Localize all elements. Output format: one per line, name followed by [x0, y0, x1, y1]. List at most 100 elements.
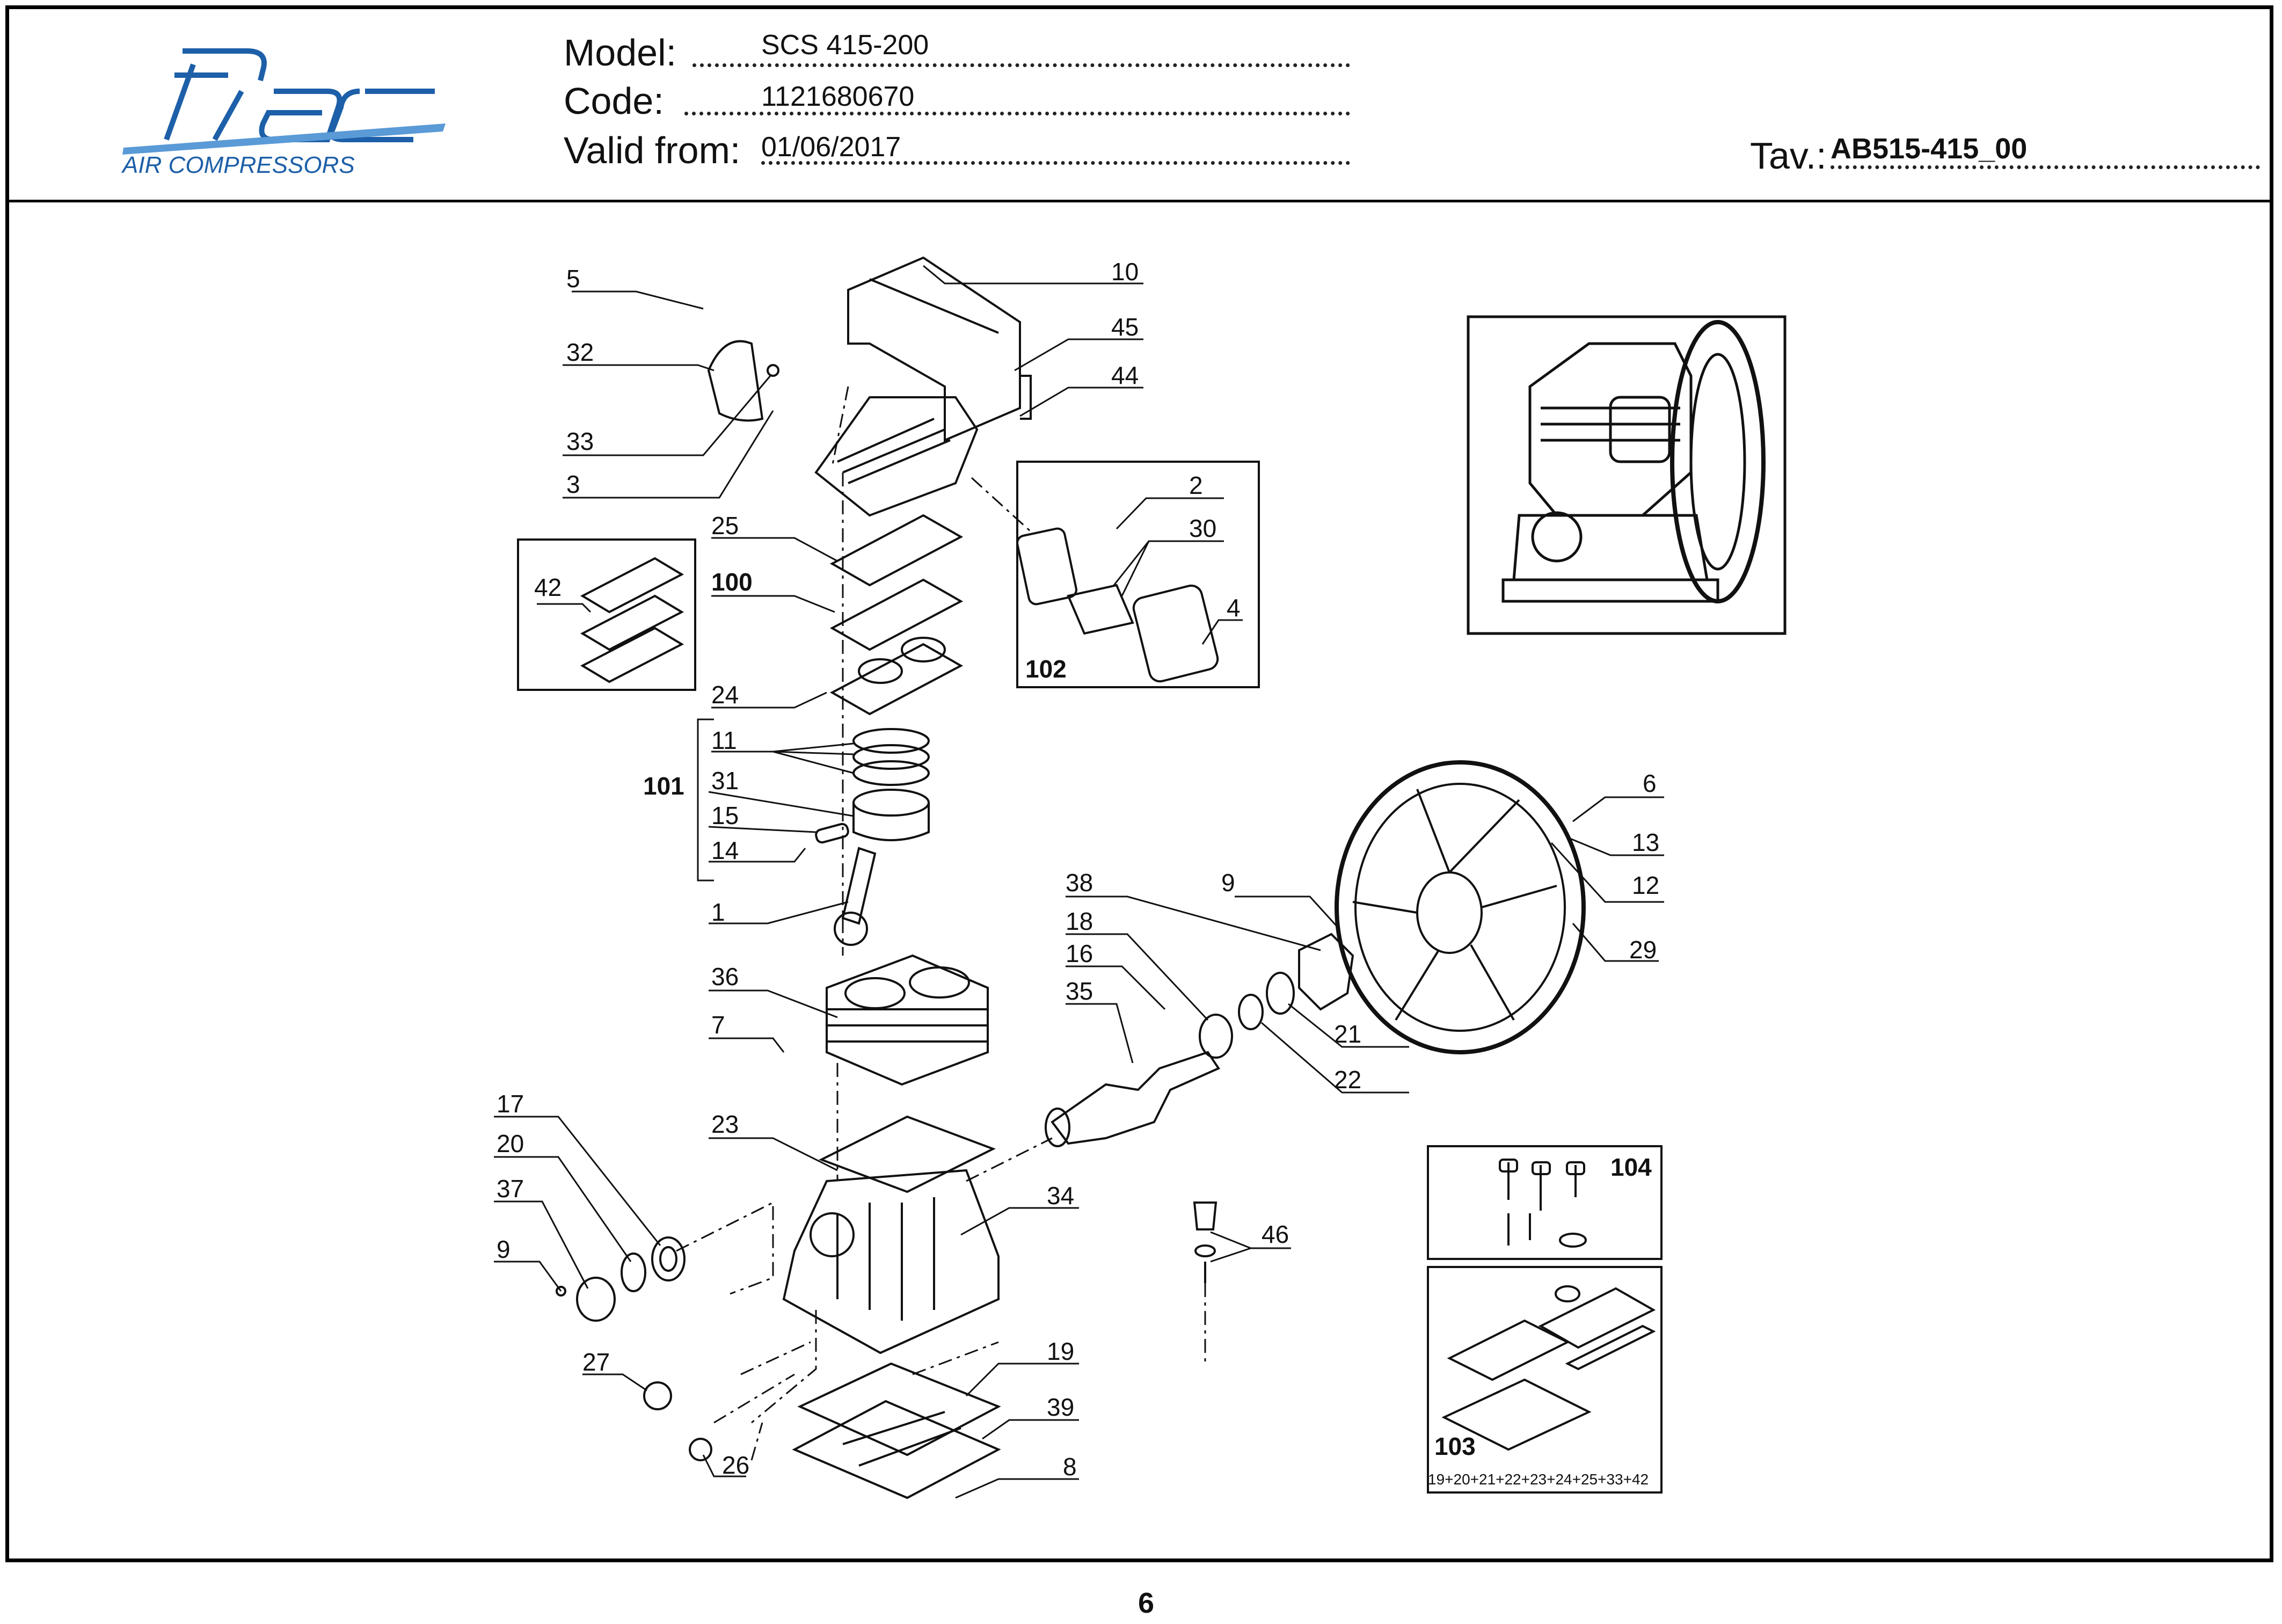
- callout-38: 38: [1066, 869, 1093, 897]
- kit-104-box: [1427, 1145, 1663, 1260]
- callout-2: 2: [1189, 471, 1203, 499]
- callout-20: 20: [497, 1130, 524, 1157]
- model-value: SCS 415-200: [761, 30, 929, 61]
- code-value: 1121680670: [761, 81, 915, 112]
- callout-15: 15: [711, 802, 739, 829]
- plate-100: [829, 578, 964, 651]
- page-number: 6: [1138, 1587, 1155, 1619]
- crankshaft-part: [1051, 1051, 1220, 1145]
- callout-13: 13: [1632, 828, 1659, 856]
- cylinder-part: [826, 954, 989, 1086]
- valve-part-32: [707, 340, 764, 422]
- ring-22: [1238, 994, 1264, 1030]
- callout-46: 46: [1262, 1220, 1289, 1248]
- connecting-rod: [841, 847, 877, 925]
- callout-23: 23: [711, 1110, 739, 1138]
- kit-103-gaskets: [1447, 1319, 1570, 1381]
- oring-21: [1266, 972, 1295, 1015]
- callout-19: 19: [1047, 1337, 1074, 1365]
- callout-25: 25: [711, 512, 739, 540]
- callout-3: 3: [566, 470, 580, 498]
- kit-42-box: [517, 538, 696, 691]
- callout-42: 42: [534, 573, 562, 601]
- callout-18: 18: [1066, 907, 1093, 935]
- fan-cover-part: [847, 256, 1021, 442]
- callout-1: 1: [711, 898, 725, 926]
- callout-9-right: 9: [1221, 869, 1235, 897]
- code-label: Code:: [564, 80, 664, 122]
- piston-part: [852, 803, 930, 841]
- valve-body-102: [1016, 527, 1077, 606]
- callout-101: 101: [643, 772, 684, 800]
- callout-16: 16: [1066, 940, 1093, 967]
- callout-24: 24: [711, 681, 739, 709]
- callout-32: 32: [566, 338, 594, 366]
- cover-37: [576, 1277, 616, 1322]
- assembled-pump-drawing: [1501, 320, 1766, 603]
- callout-36: 36: [711, 963, 739, 991]
- cylinder-head-part: [814, 396, 979, 517]
- callout-10: 10: [1111, 258, 1139, 286]
- callout-34: 34: [1047, 1182, 1074, 1210]
- callout-22: 22: [1334, 1066, 1361, 1094]
- callout-8: 8: [1063, 1453, 1077, 1481]
- callout-33: 33: [566, 427, 594, 455]
- plate-25: [829, 514, 964, 587]
- oring-20: [621, 1252, 646, 1292]
- model-dots: [692, 63, 1350, 67]
- page-frame: [5, 5, 2273, 1562]
- assembled-view-box: [1467, 315, 1787, 635]
- callout-11: 11: [711, 726, 737, 754]
- fiac-logo-subtitle: AIR COMPRESSORS: [121, 152, 355, 177]
- callout-30: 30: [1189, 514, 1216, 542]
- valid-from-dots: [761, 161, 1350, 165]
- callout-39: 39: [1047, 1393, 1074, 1421]
- kit-103-box: [1427, 1266, 1663, 1494]
- callout-45: 45: [1111, 313, 1139, 341]
- flange-38: [1298, 933, 1354, 1011]
- callout-14: 14: [711, 836, 739, 864]
- callout-104: 104: [1610, 1153, 1652, 1181]
- gasket-23: [819, 1115, 996, 1193]
- kit-102-box: [1016, 461, 1260, 688]
- callout-5: 5: [566, 265, 580, 293]
- callout-103: 103: [1434, 1432, 1476, 1460]
- callout-12: 12: [1632, 871, 1659, 899]
- callout-17: 17: [497, 1090, 524, 1118]
- filter-cover: [1132, 584, 1219, 683]
- gasket-19: [797, 1362, 1001, 1456]
- valid-from-value: 01/06/2017: [761, 132, 901, 163]
- valid-from-label: Valid from:: [564, 129, 741, 171]
- callout-35: 35: [1066, 977, 1093, 1005]
- kit-103-contents: 19+20+21+22+23+24+25+33+42: [1428, 1471, 1649, 1488]
- plug-27: [643, 1381, 672, 1410]
- bearing-18: [1199, 1014, 1233, 1059]
- tav-dots: [1831, 165, 2260, 169]
- tav-value: AB515-415_00: [1831, 133, 2028, 165]
- callout-37: 37: [497, 1175, 524, 1203]
- piston-rings: [852, 728, 930, 754]
- header-divider: [5, 200, 2273, 202]
- bearing-17: [651, 1236, 686, 1281]
- base-plate-39: [792, 1400, 1001, 1499]
- callout-4: 4: [1227, 594, 1241, 622]
- callout-26: 26: [722, 1451, 749, 1479]
- breather-46: [1193, 1201, 1217, 1230]
- model-label: Model:: [564, 32, 677, 74]
- callout-31: 31: [711, 767, 739, 795]
- callout-102: 102: [1025, 655, 1067, 683]
- fiac-logo-swoosh: [122, 123, 446, 155]
- callout-21: 21: [1334, 1020, 1361, 1048]
- callout-100: 100: [711, 568, 753, 596]
- code-dots: [684, 112, 1350, 115]
- callout-29: 29: [1629, 936, 1657, 964]
- callout-9-left: 9: [497, 1235, 511, 1263]
- callout-6: 6: [1643, 769, 1657, 797]
- flywheel-part: [1335, 760, 1586, 1054]
- tav-label: Tav.:: [1750, 135, 1827, 177]
- callout-44: 44: [1111, 361, 1139, 389]
- callout-7: 7: [711, 1011, 725, 1039]
- callout-27: 27: [582, 1348, 610, 1376]
- crankcase-part: [782, 1169, 1000, 1354]
- filter-30: [1067, 584, 1134, 635]
